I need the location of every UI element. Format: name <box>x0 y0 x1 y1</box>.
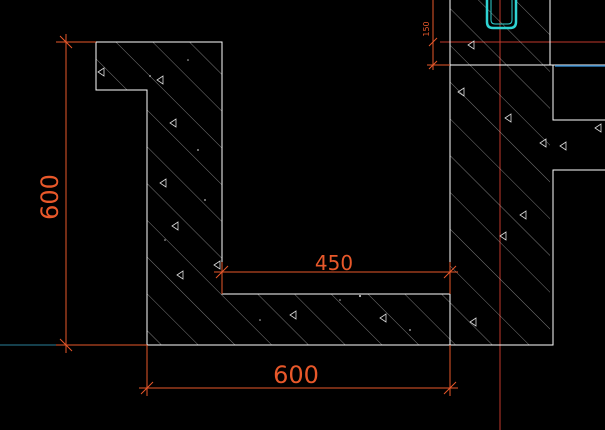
right-section-mask-lower <box>550 170 605 430</box>
dimension-label-vertical: 600 <box>36 174 64 220</box>
dimension-vertical-600 <box>56 34 147 353</box>
aggregate-dots-left <box>149 59 411 331</box>
right-section-mask <box>550 65 605 120</box>
right-section-outline <box>449 0 605 346</box>
right-section-step <box>552 65 605 121</box>
left-section <box>95 41 451 346</box>
rebar-symbol-inner <box>490 0 513 25</box>
right-section <box>449 0 605 430</box>
dimension-label-small: 150 <box>422 21 431 36</box>
aggregate-marks-left <box>97 67 387 323</box>
rebar-symbol <box>485 0 518 30</box>
dimension-label-inner: 450 <box>315 251 353 275</box>
dimension-inner-450 <box>214 262 458 294</box>
dimension-label-bottom: 600 <box>273 361 319 389</box>
dimension-small-150 <box>427 0 450 70</box>
aggregate-marks-right <box>457 40 602 327</box>
dimension-bottom-600 <box>139 345 458 396</box>
left-section-hatch <box>96 42 450 345</box>
